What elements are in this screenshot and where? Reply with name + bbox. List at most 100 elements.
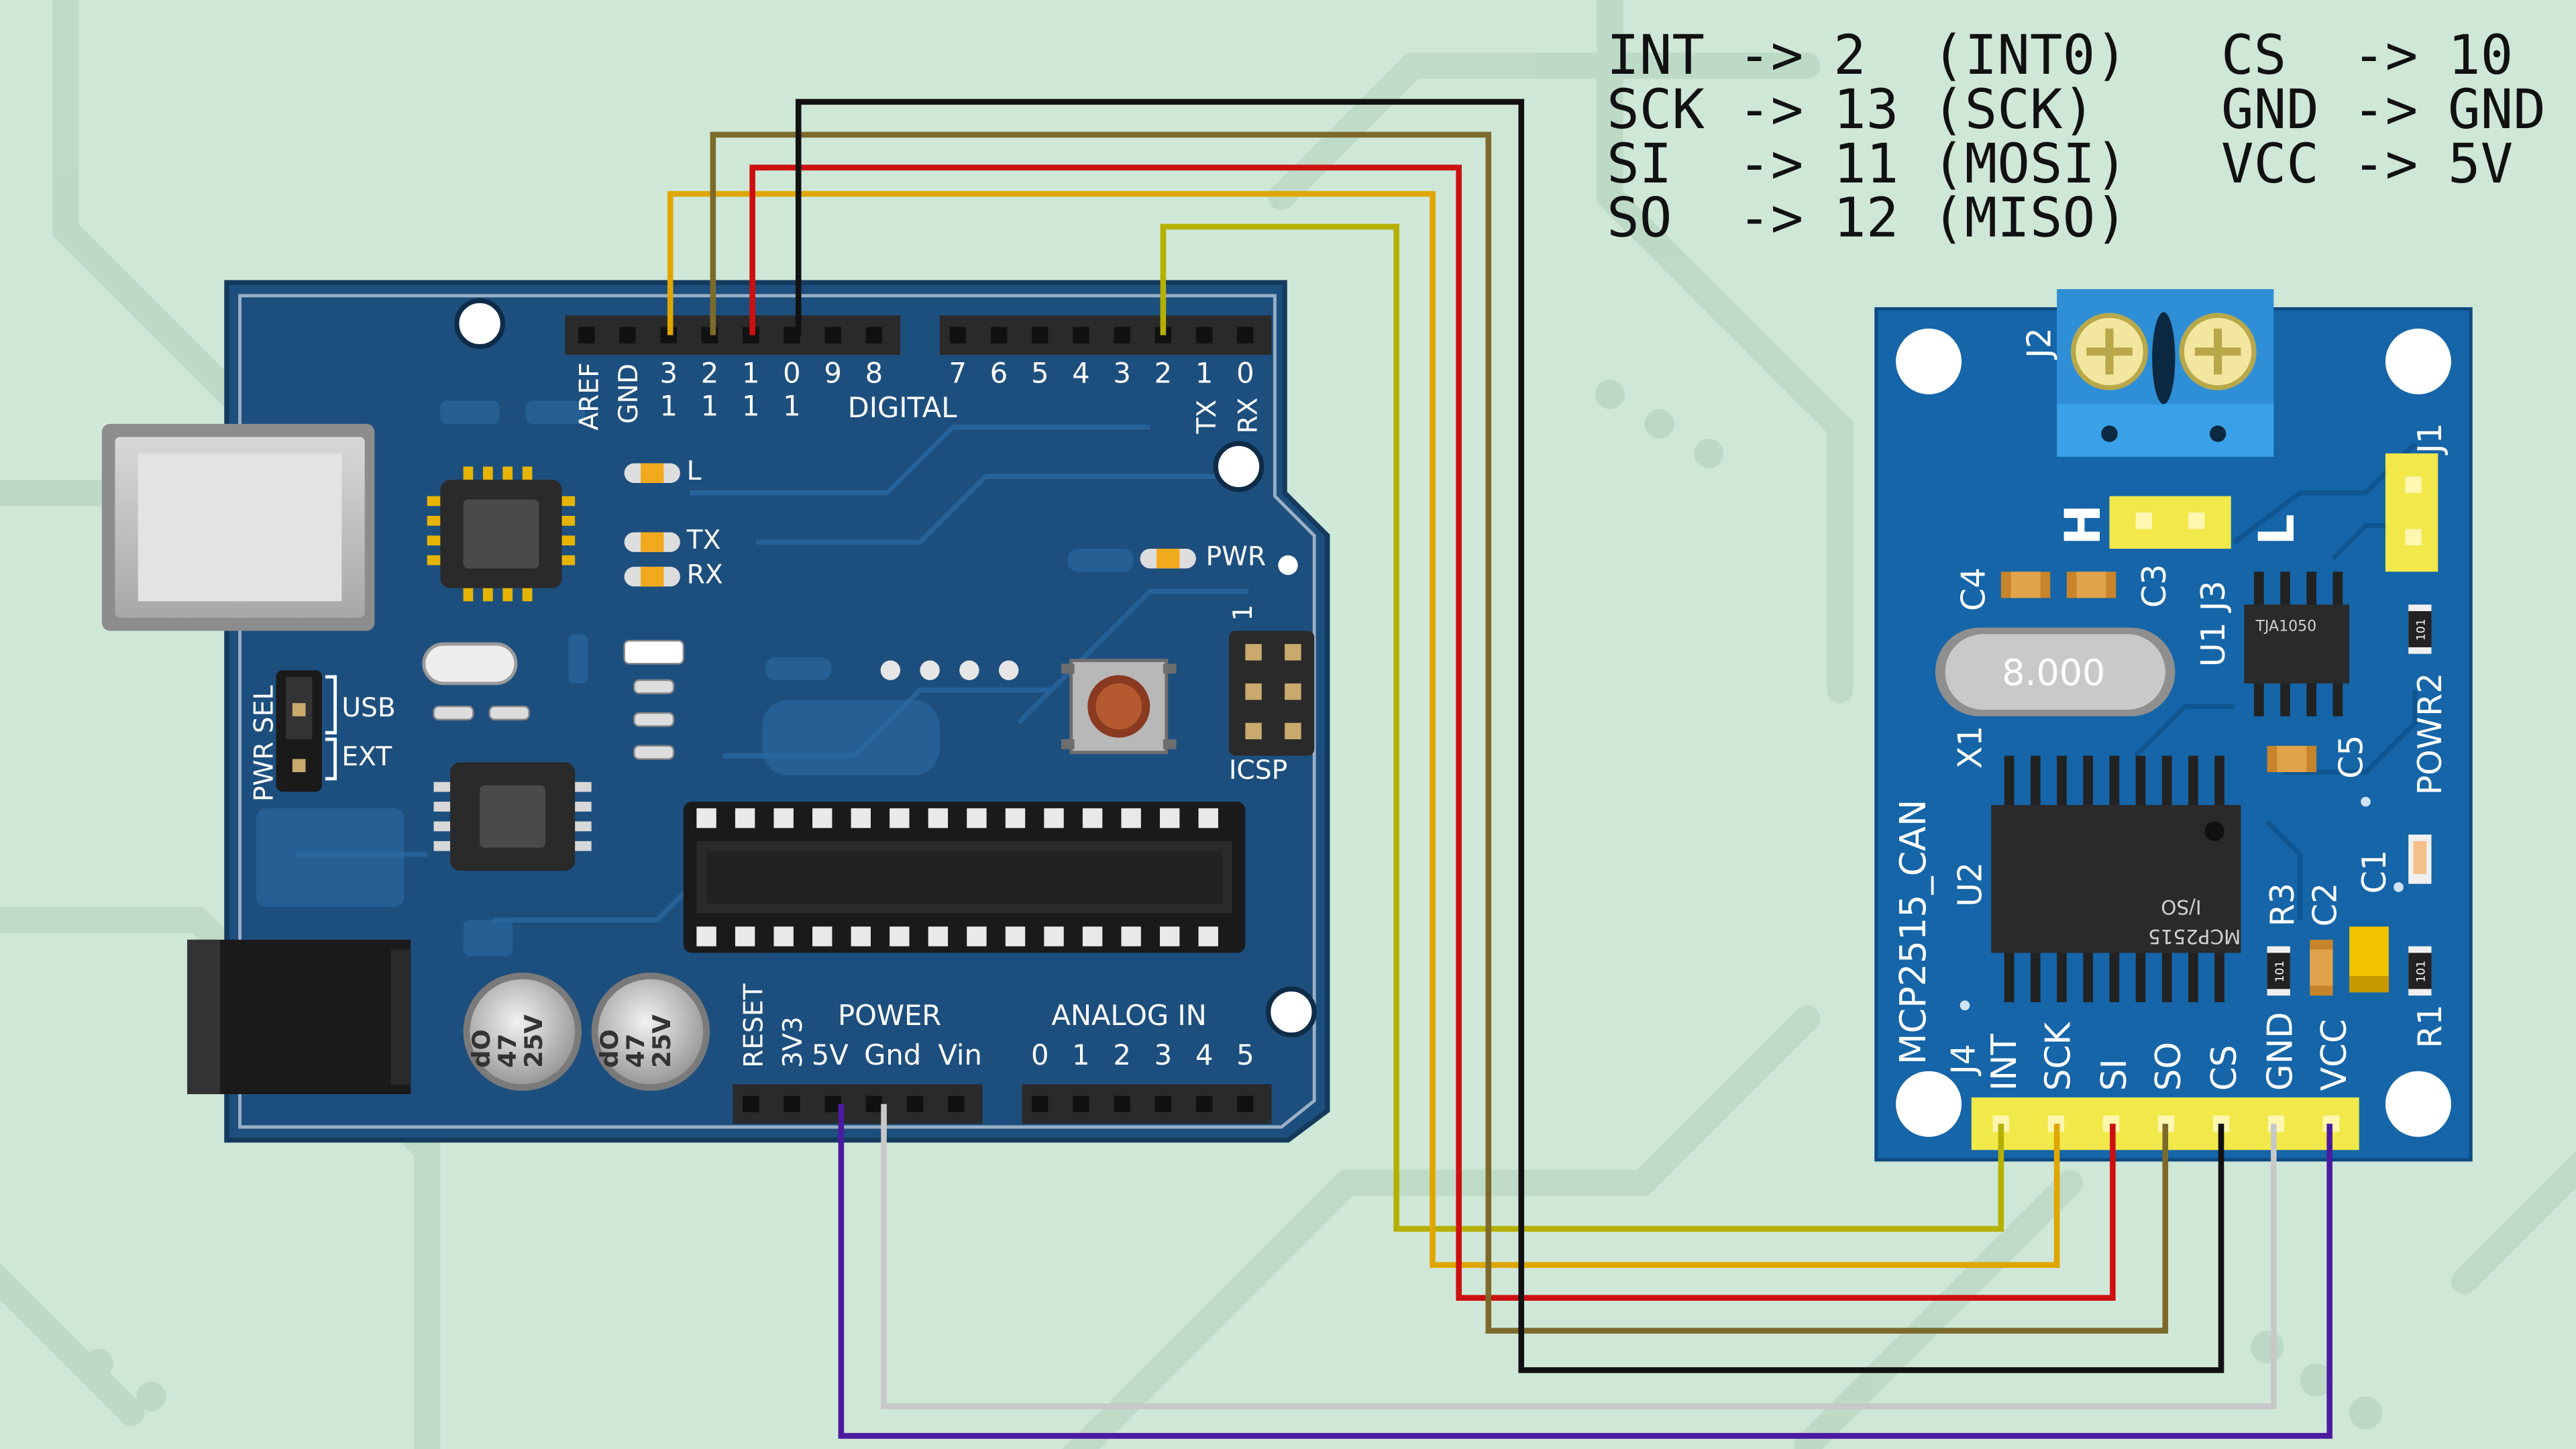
pin-label: 1 xyxy=(783,390,800,423)
pin-label: 3 xyxy=(659,357,677,390)
led-l-label: L xyxy=(687,456,702,486)
capacitor-c2 xyxy=(2310,939,2333,996)
chip-pin xyxy=(967,808,987,828)
pin-label-int: INT xyxy=(1984,1034,2025,1091)
pin-sig: INT xyxy=(1607,24,1705,87)
chip-pin xyxy=(2030,755,2041,808)
header-hole xyxy=(1237,1095,1254,1112)
reset-button[interactable] xyxy=(1061,659,1177,755)
chip-pin xyxy=(1121,808,1141,828)
pow-label: POW xyxy=(2411,717,2449,796)
pin-arrow: -> xyxy=(1738,187,1803,250)
header-hole xyxy=(1073,327,1089,343)
l-label: L xyxy=(2249,514,2306,545)
chip-pin xyxy=(2135,755,2146,808)
screw-terminal-j2 xyxy=(2057,289,2274,457)
pin-name: (SCK) xyxy=(1932,78,2095,142)
pin-label: 7 xyxy=(949,357,967,390)
pinout-row-so: SO -> 12 (MISO) xyxy=(1607,187,2128,250)
chip-pin xyxy=(1082,808,1103,828)
pow-led xyxy=(2408,835,2432,884)
pin-sig: SI xyxy=(1607,133,1672,196)
tja1050-chip: TJA1050 xyxy=(2244,572,2350,716)
wire-cs xyxy=(795,99,2224,1373)
chip-pin xyxy=(2214,755,2224,808)
capacitor-2: dO 47 25V xyxy=(591,972,710,1091)
pin-label-si: SI xyxy=(2094,1059,2135,1091)
x1-label: X1 xyxy=(1951,725,1989,769)
r1-label: R1 xyxy=(2411,1004,2449,1048)
chip-pin xyxy=(2109,755,2120,808)
chip-pin xyxy=(2083,755,2093,808)
arduino-traces xyxy=(295,425,1249,923)
cap-text: 25V xyxy=(647,1014,676,1068)
pin-label: 9 xyxy=(824,357,841,390)
chip-pin xyxy=(2030,949,2041,1002)
analog-header xyxy=(1022,1084,1272,1124)
pin-label: 3 xyxy=(1113,357,1130,390)
chip-pin xyxy=(890,926,910,947)
arduino-silkscreen-outline xyxy=(238,294,1316,1129)
wire-gnd xyxy=(881,1104,2277,1409)
icsp-pin1-label: 1 xyxy=(1228,604,1258,621)
chip-pin xyxy=(696,926,716,947)
chip-bottom-label: MCP2515 xyxy=(2148,925,2241,948)
rx-label: RX xyxy=(1233,397,1263,433)
pin-number: 13 xyxy=(1833,78,1898,142)
header-hole xyxy=(1031,327,1049,343)
chip-pin xyxy=(812,808,833,828)
pin-number: 12 xyxy=(1833,187,1898,250)
power-header xyxy=(733,1084,983,1124)
pin-label: 2 xyxy=(701,357,718,390)
pin-arrow: -> xyxy=(1738,78,1803,142)
header-hole xyxy=(865,327,883,343)
chip-pin xyxy=(2004,949,2015,1002)
pin-arrow: -> xyxy=(1738,133,1803,196)
pin-label-so: SO xyxy=(2149,1042,2189,1091)
gnd-label-bottom: Gnd xyxy=(864,1038,921,1071)
c5-label: C5 xyxy=(2332,735,2371,778)
pin-name: (MISO) xyxy=(1932,187,2128,250)
cap-text: dO xyxy=(595,1029,624,1068)
chip-pin xyxy=(1044,808,1064,828)
chip-pin xyxy=(773,926,794,947)
header-hole xyxy=(1031,1095,1049,1112)
led-l: L xyxy=(624,456,702,486)
header-hole xyxy=(906,1095,924,1112)
cap-text: 47 xyxy=(493,1034,522,1068)
pin-label-cs: CS xyxy=(2204,1045,2245,1091)
header-hole xyxy=(824,327,841,343)
pin-arrow: -> xyxy=(2353,78,2418,142)
resistor-code: 101 xyxy=(2415,961,2428,983)
chip-pin xyxy=(890,808,910,828)
pin-label: 0 xyxy=(1031,1038,1049,1071)
power-select-jumper[interactable]: USB EXT PWR SEL xyxy=(250,670,396,802)
pinout-row-gnd: GND -> GND xyxy=(2221,78,2546,142)
pin-number: 10 xyxy=(2448,24,2513,87)
chip-pin xyxy=(1198,808,1218,828)
digital-header-high xyxy=(565,315,901,355)
pin-label: 1 xyxy=(1072,1038,1089,1071)
header-hole xyxy=(1237,327,1254,343)
chip-pin xyxy=(773,808,794,828)
j2-label: J2 xyxy=(2020,327,2058,360)
pin-label: 4 xyxy=(1072,357,1089,390)
resistor-r1: 101 xyxy=(2408,946,2432,996)
pin-label: 1 xyxy=(742,390,759,423)
header-hole xyxy=(578,327,595,343)
header-hole xyxy=(619,327,636,343)
header-hole xyxy=(1114,327,1130,343)
chip-pin xyxy=(1005,926,1026,947)
wire-int xyxy=(1160,223,2004,1232)
chip-pin xyxy=(1198,926,1218,947)
wire-so xyxy=(710,131,2169,1334)
j4-pin-labels: INT SCK SI SO CS GND VCC xyxy=(1984,1012,2355,1091)
header-hole xyxy=(1114,1095,1130,1112)
chip-pin xyxy=(851,808,871,828)
pin-label: 8 xyxy=(865,357,883,390)
c4-label: C4 xyxy=(1954,568,1992,611)
led-rx: RX xyxy=(624,559,723,590)
j3-label: J3 xyxy=(2194,580,2233,613)
chip-pin xyxy=(1044,926,1064,947)
chip-pin xyxy=(928,808,949,828)
